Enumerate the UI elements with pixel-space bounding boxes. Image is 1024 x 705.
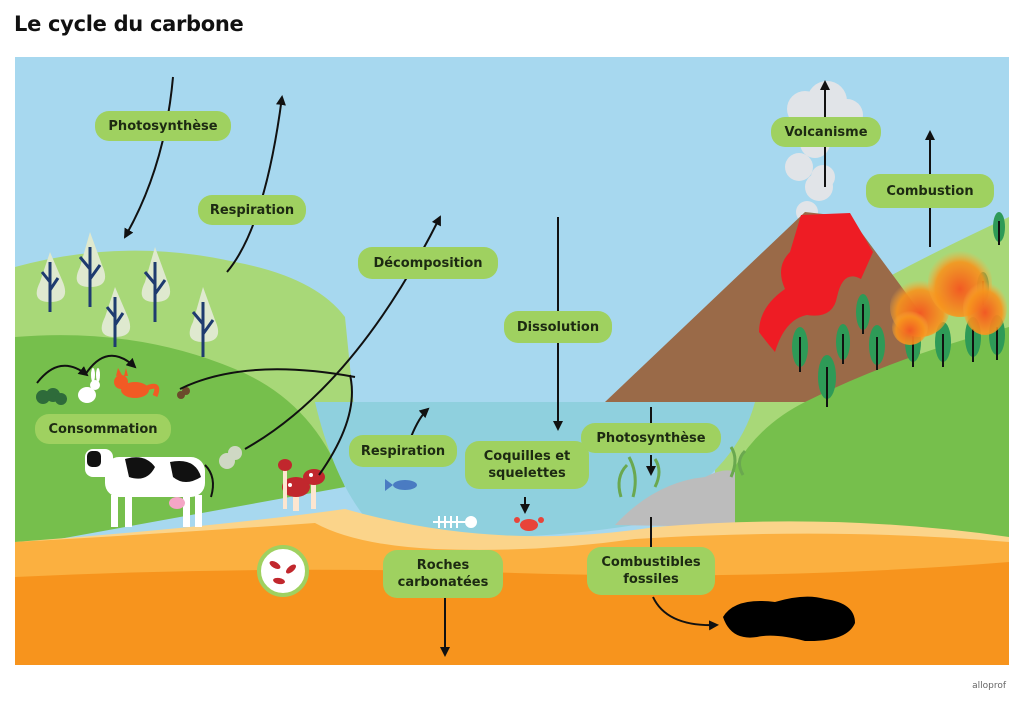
label-combustion: Combustion — [866, 174, 994, 208]
arrow-decomposition-mushrooms — [318, 374, 353, 476]
carbon-cycle-scene: Photosynthèse Respiration Décomposition … — [15, 57, 1009, 665]
left-trees — [36, 232, 219, 357]
bush-icon — [36, 388, 67, 405]
label-volcanisme: Volcanisme — [771, 117, 881, 147]
rabbit-icon — [78, 368, 100, 403]
sediment-rock — [615, 470, 735, 527]
label-decomposition: Décomposition — [358, 247, 498, 279]
arrow-combustibles-oil — [652, 596, 719, 631]
cow-icon — [85, 449, 214, 527]
oil-deposit — [723, 596, 855, 642]
cow-gas-cloud — [219, 446, 242, 469]
mushrooms-icon — [278, 459, 325, 511]
algae-icon — [617, 446, 747, 498]
arrow-consommation-2 — [84, 354, 137, 376]
label-photosynthese-eau: Photosynthèse — [581, 423, 721, 453]
diagram-title: Le cycle du carbone — [14, 12, 244, 36]
arrow-consommation-1 — [36, 364, 89, 384]
right-front-hill — [715, 327, 1009, 567]
label-roches: Roches carbonatées — [383, 550, 503, 598]
brand-logo: alloprof — [972, 681, 1006, 691]
arrow-respiration-eau — [410, 407, 430, 438]
label-consommation: Consommation — [35, 414, 171, 444]
label-dissolution: Dissolution — [504, 311, 612, 343]
bacteria-icon — [257, 545, 309, 597]
crab-icon — [514, 517, 544, 531]
soil-lower — [15, 562, 1009, 665]
label-respiration-eau: Respiration — [349, 435, 457, 467]
label-coquilles: Coquilles et squelettes — [465, 441, 589, 489]
fish-skeleton-icon — [433, 516, 477, 528]
fish-icon — [385, 479, 417, 491]
droppings-icon — [177, 387, 190, 399]
arrow-consommation-link — [179, 368, 356, 390]
volcano-lava — [759, 213, 873, 352]
fox-icon — [114, 368, 160, 398]
label-respiration-terre: Respiration — [198, 195, 306, 225]
forest-fire-icon — [890, 247, 1007, 345]
label-photosynthese-terre: Photosynthèse — [95, 111, 231, 141]
arrow-photosynthese-terre — [124, 76, 174, 239]
label-combustibles: Combustibles fossiles — [587, 547, 715, 595]
